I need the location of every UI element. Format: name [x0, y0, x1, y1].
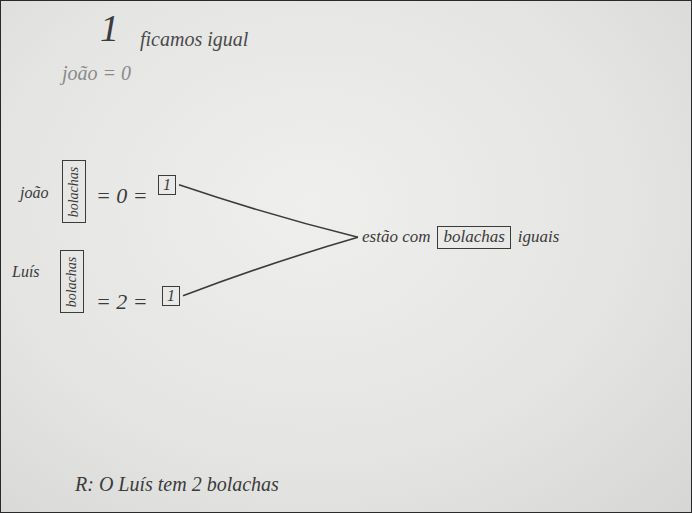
handwritten-note: ficamos igual	[140, 28, 248, 50]
handwritten-note: = 0 =	[96, 184, 148, 208]
phrase-group: estão com iguais bolachas	[356, 224, 565, 251]
handwritten-note: joão = 0	[62, 62, 131, 84]
answer-box: 1	[158, 175, 176, 195]
handwritten-word: bolachas	[443, 228, 504, 247]
handwritten-note: = 2 =	[96, 290, 148, 314]
answer-box: 1	[162, 286, 180, 306]
vertical-word-box: bolachas	[62, 160, 86, 223]
converging-line	[179, 185, 358, 238]
answer-box: bolachas	[437, 226, 510, 249]
handwritten-word: bolachas	[66, 166, 81, 217]
converging-line	[183, 237, 358, 295]
vertical-word-box: bolachas	[60, 250, 84, 313]
handwritten-word: 1	[163, 176, 171, 194]
handwritten-word: iguais	[518, 228, 560, 247]
handwritten-note: 1	[100, 8, 119, 50]
handwritten-note: joão	[20, 184, 48, 202]
handwritten-word: bolachas	[64, 256, 79, 307]
handwritten-note: Luís	[12, 263, 40, 281]
handwritten-word: 1	[167, 287, 175, 305]
handwritten-note: R: O Luís tem 2 bolachas	[75, 473, 279, 495]
handwritten-word: estão com	[362, 228, 430, 247]
